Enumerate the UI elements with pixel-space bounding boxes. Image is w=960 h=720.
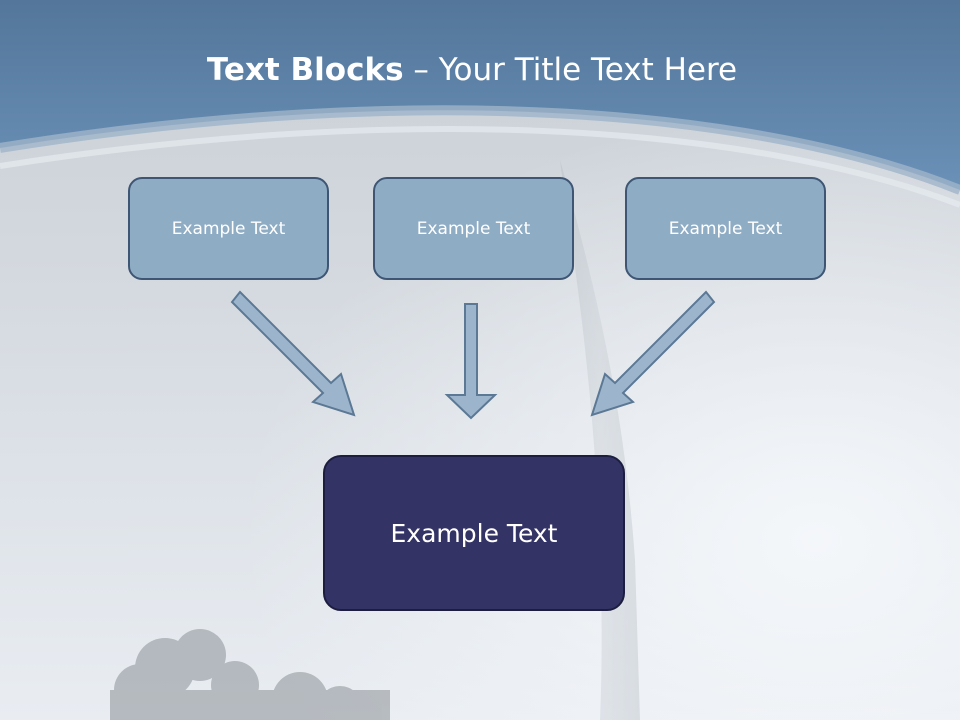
text-block-center: Example Text — [373, 177, 574, 280]
text-block-left: Example Text — [128, 177, 329, 280]
text-block-center-label: Example Text — [416, 218, 531, 239]
text-block-left-label: Example Text — [171, 218, 286, 239]
text-block-main: Example Text — [323, 455, 625, 611]
title-separator: – — [403, 52, 439, 88]
title-rest: Your Title Text Here — [438, 52, 738, 88]
title-bold: Text Blocks — [206, 52, 404, 88]
text-block-right: Example Text — [625, 177, 826, 280]
text-block-main-label: Example Text — [390, 518, 558, 548]
slide-title: Text Blocks – Your Title Text Here — [0, 52, 944, 88]
text-block-right-label: Example Text — [668, 218, 783, 239]
